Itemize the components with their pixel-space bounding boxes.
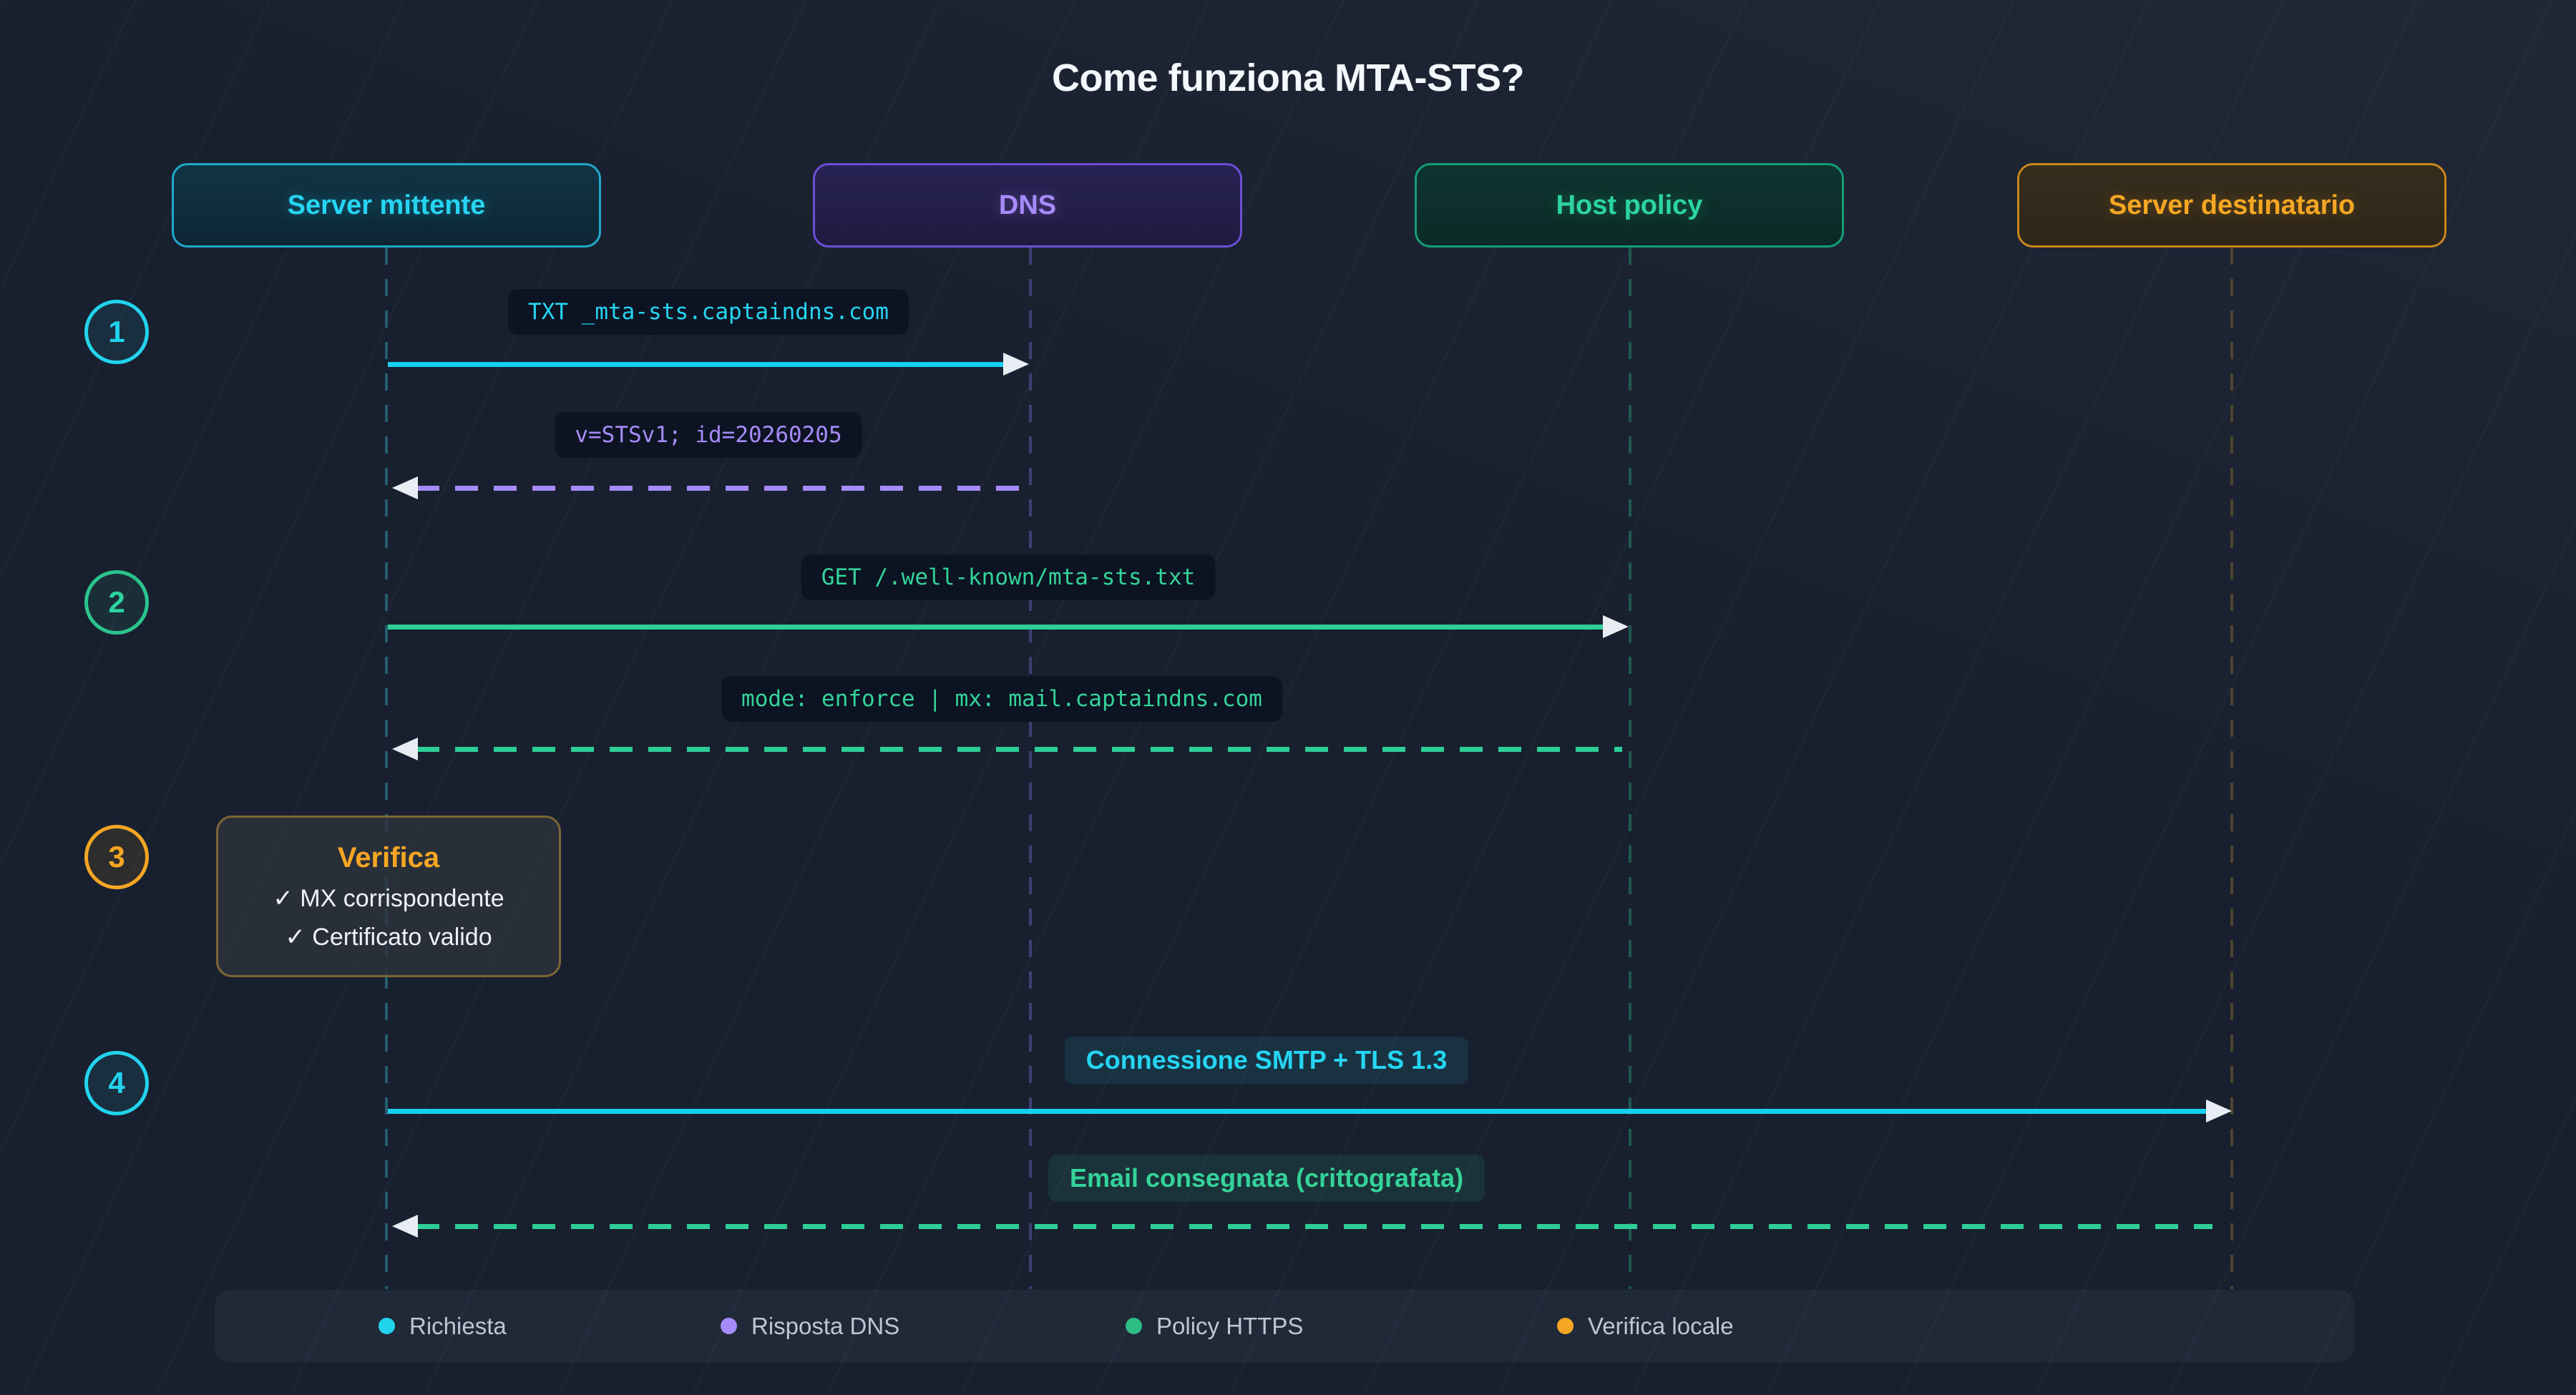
arrowhead-right: [1003, 353, 1029, 376]
actor-label: Host policy: [1556, 190, 1703, 220]
arrow-get-policy: [388, 615, 1629, 638]
message-label-dns-response: v=STSv1; id=20260205: [555, 412, 862, 458]
step-number: 1: [108, 315, 125, 348]
step-number: 2: [108, 585, 125, 619]
legend-label: Risposta DNS: [751, 1312, 900, 1339]
step-badge-2: 2: [84, 570, 149, 635]
legend-dot-cyan: [379, 1318, 395, 1334]
step-badge-4: 4: [84, 1051, 149, 1115]
actor-host-policy: Host policy: [1415, 163, 1844, 248]
arrowhead-left: [392, 1215, 418, 1238]
arrow-txt-query: [388, 353, 1029, 376]
legend-item-verifica-locale: Verifica locale: [1557, 1290, 1734, 1362]
actor-dns: DNS: [813, 163, 1242, 248]
lifeline-server-destinatario: [2230, 248, 2233, 1289]
legend-dot-orange: [1557, 1318, 1574, 1334]
message-label-email-delivered: Email consegnata (crittografata): [1048, 1155, 1485, 1202]
step-badge-3: 3: [84, 825, 149, 889]
arrow-email-delivered: [392, 1215, 2212, 1238]
verification-note: Verifica ✓ MX corrispondente ✓ Certifica…: [216, 816, 561, 977]
message-label-smtp-tls: Connessione SMTP + TLS 1.3: [1064, 1037, 1469, 1084]
arrow-smtp-connection: [388, 1100, 2232, 1122]
step-number: 3: [108, 840, 125, 873]
legend-label: Richiesta: [409, 1312, 507, 1339]
message-label-get-policy: GET /.well-known/mta-sts.txt: [801, 554, 1216, 600]
legend-label: Policy HTTPS: [1156, 1312, 1304, 1339]
legend-dot-green: [1126, 1318, 1142, 1334]
legend-label: Verifica locale: [1588, 1312, 1734, 1339]
lifeline-host-policy: [1629, 248, 1631, 1289]
legend-bar: Richiesta Risposta DNS Policy HTTPS Veri…: [215, 1290, 2354, 1362]
page-title: Come funziona MTA-STS?: [1052, 57, 1524, 99]
legend-item-richiesta: Richiesta: [379, 1290, 507, 1362]
arrowhead-right: [1603, 615, 1629, 638]
legend-item-risposta-dns: Risposta DNS: [721, 1290, 899, 1362]
arrowhead-left: [392, 738, 418, 760]
actor-server-mittente: Server mittente: [172, 163, 601, 248]
arrow-policy-response: [392, 738, 1622, 760]
actor-label: Server destinatario: [2108, 190, 2356, 220]
verification-note-title: Verifica: [337, 841, 440, 873]
step-number: 4: [108, 1066, 125, 1100]
step-badge-1: 1: [84, 300, 149, 364]
lifeline-server-mittente: [385, 248, 388, 1289]
arrowhead-right: [2206, 1100, 2232, 1122]
verification-note-item-mx: ✓ MX corrispondente: [273, 884, 504, 912]
lifeline-dns: [1029, 248, 1032, 1289]
actor-server-destinatario: Server destinatario: [2017, 163, 2446, 248]
message-label-policy-response: mode: enforce | mx: mail.captaindns.com: [721, 676, 1282, 722]
actor-label: Server mittente: [287, 190, 486, 220]
arrowhead-left: [392, 476, 418, 499]
legend-item-policy-https: Policy HTTPS: [1126, 1290, 1303, 1362]
verification-note-item-cert: ✓ Certificato valido: [285, 923, 492, 951]
legend-dot-purple: [721, 1318, 737, 1334]
message-label-txt-query: TXT _mta-sts.captaindns.com: [508, 289, 909, 335]
arrow-dns-response: [392, 476, 1027, 499]
actor-label: DNS: [998, 190, 1057, 220]
